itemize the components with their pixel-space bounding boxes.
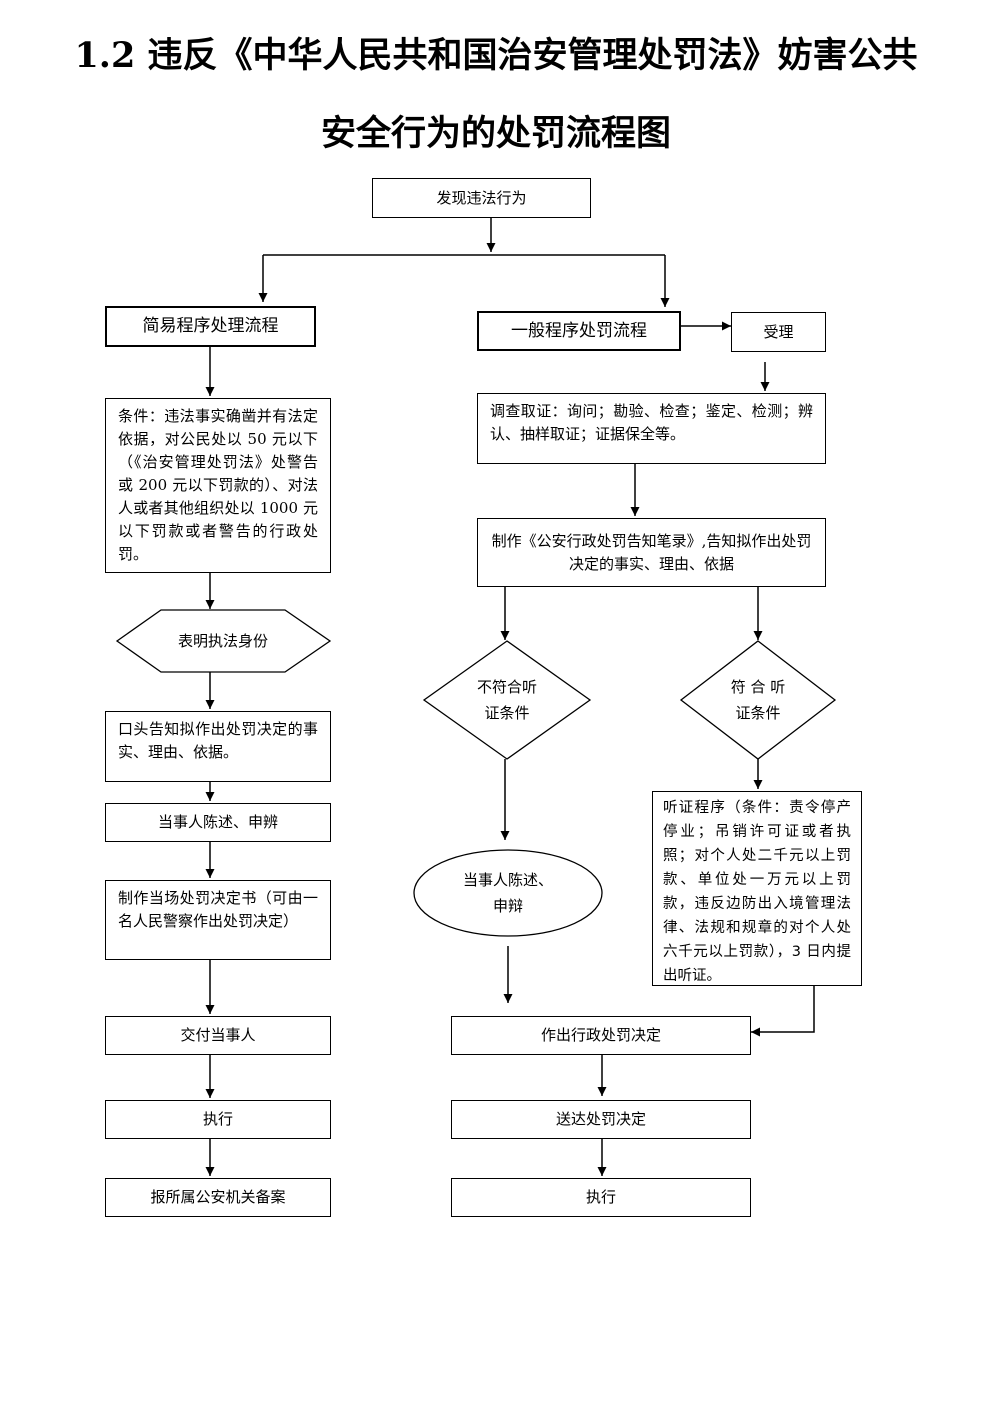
page-title-line-1: 1.2 违反《中华人民共和国治安管理处罚法》妨害公共 bbox=[74, 35, 918, 76]
statement-ellipse bbox=[413, 849, 603, 937]
serve-decision-box: 送达处罚决定 bbox=[451, 1100, 751, 1139]
hearing-label-line-2: 证条件 bbox=[735, 704, 781, 722]
simple-procedure-header: 简易程序处理流程 bbox=[105, 306, 316, 347]
hearing-label-line-1: 符 合 听 bbox=[730, 678, 786, 696]
identity-hexagon bbox=[115, 609, 332, 673]
not-hearing-diamond bbox=[422, 640, 592, 760]
accept-box: 受理 bbox=[731, 312, 826, 352]
general-statement-line-1: 当事人陈述、 bbox=[462, 871, 553, 889]
not-hearing-label: 不符合听 证条件 bbox=[455, 674, 559, 726]
oral-notice-box: 口头告知拟作出处罚决定的事实、理由、依据。 bbox=[105, 711, 331, 782]
simple-statement-box: 当事人陈述、申辨 bbox=[105, 803, 331, 842]
hearing-diamond bbox=[679, 640, 837, 760]
not-hearing-label-line-2: 证条件 bbox=[484, 704, 530, 722]
identity-label: 表明执法身份 bbox=[177, 632, 268, 650]
hearing-procedure-box: 听证程序（条件：责令停产停业；吊销许可证或者执照；对个人处二千元以上罚款、单位处… bbox=[652, 791, 862, 986]
general-statement-label: 当事人陈述、 申辩 bbox=[438, 867, 578, 919]
general-procedure-header: 一般程序处罚流程 bbox=[477, 311, 681, 351]
simple-condition-box: 条件：违法事实确凿并有法定依据，对公民处以 50 元以下（《治安管理处罚法》处警… bbox=[105, 398, 331, 573]
arrow-hearing-to-decision bbox=[751, 986, 815, 1037]
penalty-decision-box: 作出行政处罚决定 bbox=[451, 1016, 751, 1055]
on-site-decision-box: 制作当场处罚决定书（可由一名人民警察作出处罚决定） bbox=[105, 880, 331, 960]
notice-record-box: 制作《公安行政处罚告知笔录》,告知拟作出处罚决定的事实、理由、依据 bbox=[477, 518, 826, 587]
hearing-label: 符 合 听 证条件 bbox=[706, 674, 810, 726]
start-box: 发现违法行为 bbox=[372, 178, 591, 218]
simple-execute-box: 执行 bbox=[105, 1100, 331, 1139]
file-record-box: 报所属公安机关备案 bbox=[105, 1178, 331, 1217]
not-hearing-label-line-1: 不符合听 bbox=[476, 678, 537, 696]
deliver-box: 交付当事人 bbox=[105, 1016, 331, 1055]
general-statement-line-2: 申辩 bbox=[492, 897, 523, 915]
general-execute-box: 执行 bbox=[451, 1178, 751, 1217]
investigation-box: 调查取证：询问；勘验、检查；鉴定、检测；辨认、抽样取证；证据保全等。 bbox=[477, 393, 826, 464]
page-title-line-2: 安全行为的处罚流程图 bbox=[320, 113, 671, 154]
